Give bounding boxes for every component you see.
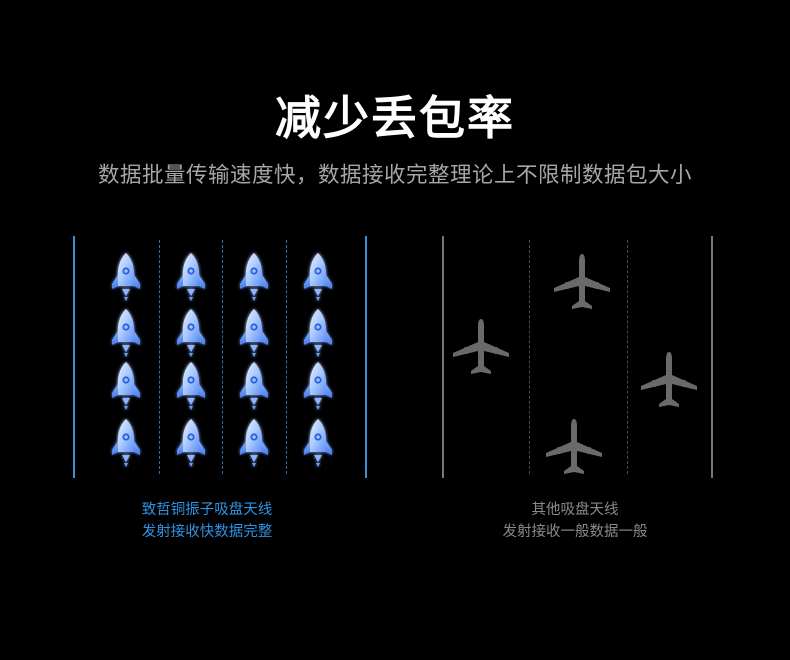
rocket-icon bbox=[237, 360, 271, 414]
left-comparison-panel bbox=[73, 236, 367, 478]
rocket-icon bbox=[174, 360, 208, 414]
airplane-icon bbox=[638, 349, 700, 411]
rocket-icon bbox=[237, 417, 271, 471]
page-title: 减少丢包率 bbox=[275, 91, 515, 145]
lane-divider bbox=[222, 240, 223, 474]
left-caption: 致哲铜振子吸盘天线 发射接收快数据完整 bbox=[57, 499, 357, 543]
lane-divider bbox=[627, 240, 628, 474]
rocket-icon bbox=[109, 417, 143, 471]
rocket-icon bbox=[301, 417, 335, 471]
right-caption-line1: 其他吸盘天线 bbox=[531, 502, 619, 518]
rocket-icon bbox=[109, 251, 143, 305]
left-caption-line2: 发射接收快数据完整 bbox=[141, 524, 273, 540]
rocket-icon bbox=[237, 307, 271, 361]
rocket-icon bbox=[174, 251, 208, 305]
rocket-icon bbox=[174, 307, 208, 361]
airplane-icon bbox=[450, 316, 512, 378]
rocket-icon bbox=[174, 417, 208, 471]
rocket-icon bbox=[237, 251, 271, 305]
lane-divider bbox=[529, 240, 530, 474]
panel-border-left bbox=[73, 236, 75, 478]
right-comparison-panel bbox=[442, 236, 714, 478]
lane-divider bbox=[286, 240, 287, 474]
left-caption-line1: 致哲铜振子吸盘天线 bbox=[141, 502, 273, 518]
rocket-icon bbox=[301, 360, 335, 414]
rocket-icon bbox=[109, 360, 143, 414]
airplane-icon bbox=[543, 416, 605, 478]
airplane-icon bbox=[551, 251, 613, 313]
lane-divider bbox=[159, 240, 160, 474]
panel-border-left bbox=[442, 236, 444, 478]
rocket-icon bbox=[301, 307, 335, 361]
panel-border-right bbox=[711, 236, 713, 478]
right-caption-line2: 发射接收一般数据一般 bbox=[502, 524, 648, 540]
page-subtitle: 数据批量传输速度快，数据接收完整理论上不限制数据包大小 bbox=[97, 163, 692, 188]
right-caption: 其他吸盘天线 发射接收一般数据一般 bbox=[425, 499, 725, 543]
rocket-icon bbox=[301, 251, 335, 305]
panel-border-right bbox=[365, 236, 367, 478]
rocket-icon bbox=[109, 307, 143, 361]
